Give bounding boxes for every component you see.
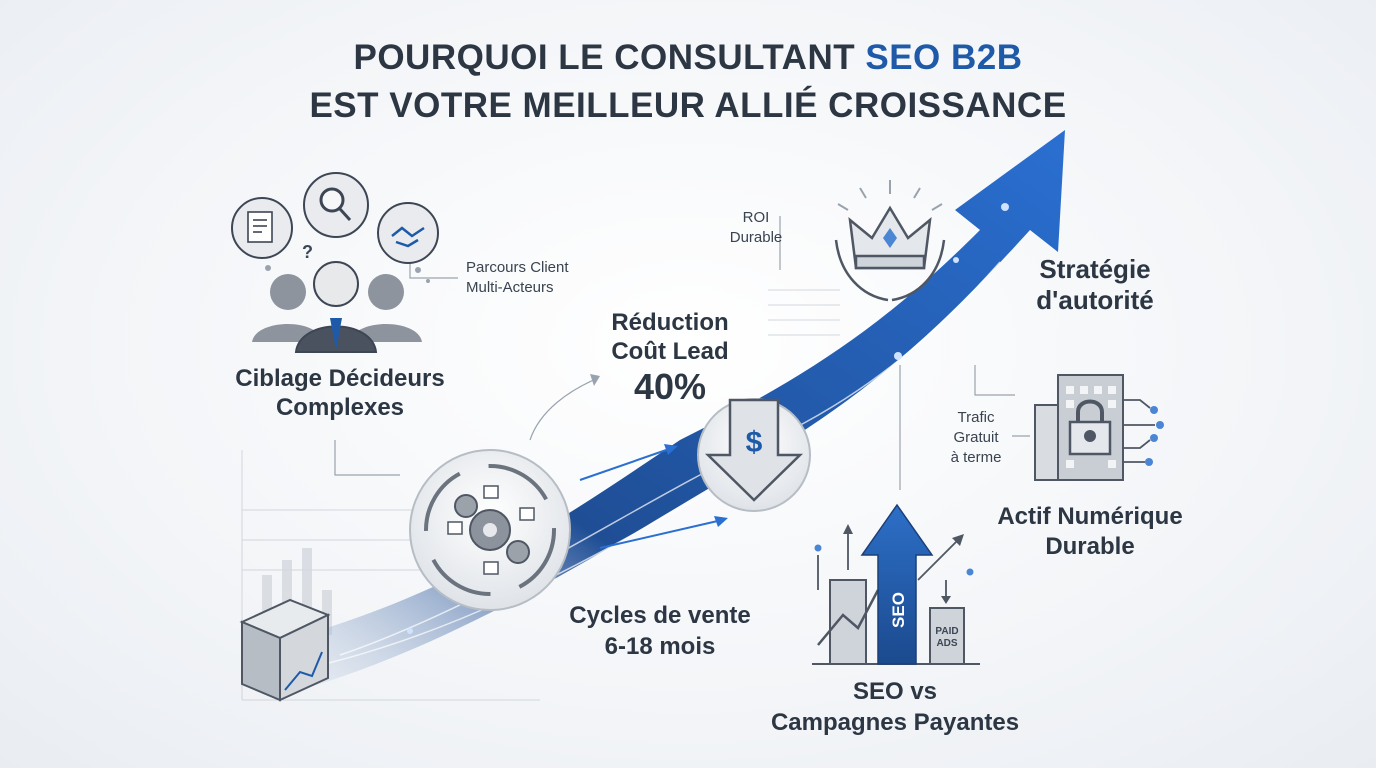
bar-chart-icon <box>812 503 980 665</box>
magnifier-icon <box>319 187 352 222</box>
ciblage-label: Ciblage Décideurs Complexes <box>235 365 445 421</box>
dollar-sign: $ <box>746 426 763 459</box>
connector-lines <box>334 216 1030 490</box>
page-title: POURQUOI LE CONSULTANT SEO B2B EST VOTRE… <box>0 34 1376 130</box>
building-lock-icon <box>1034 374 1164 481</box>
title-prefix: POURQUOI LE CONSULTANT <box>353 38 856 77</box>
gears-cycle-icon <box>409 449 571 611</box>
arrow-glow-dots <box>407 203 1009 634</box>
document-icon <box>247 211 273 243</box>
cycles-label: Cycles de vente 6-18 mois <box>569 602 751 660</box>
bar-paid-label-2: ADS <box>936 638 957 649</box>
bubble-dots <box>265 265 430 283</box>
trafic-label: Trafic Gratuit à terme <box>950 409 1002 466</box>
title-line-1: POURQUOI LE CONSULTANT SEO B2B <box>0 34 1376 82</box>
dollar-down-arrow-icon <box>697 398 811 512</box>
reduction-label: Réduction Coût Lead 40% <box>580 308 760 408</box>
seo-vs-label: SEO vs Campagnes Payantes <box>770 678 1020 736</box>
bar-paid-label-1: PAID <box>935 626 958 637</box>
parcours-label: Parcours Client Multi-Acteurs <box>466 259 569 296</box>
handshake-icon <box>391 226 425 248</box>
businessman-icon <box>252 261 422 353</box>
title-accent: SEO B2B <box>865 38 1023 77</box>
cube-chart-icon <box>239 598 331 702</box>
strategie-label: Stratégie d'autorité <box>1036 254 1154 315</box>
roi-label: ROI Durable <box>729 209 783 246</box>
reduction-percent: 40% <box>633 366 707 407</box>
title-line-2: EST VOTRE MEILLEUR ALLIÉ CROISSANCE <box>309 86 1067 125</box>
svg-text:?: ? <box>302 242 313 262</box>
actif-label: Actif Numérique Durable <box>997 503 1183 560</box>
accent-arrows <box>579 447 723 549</box>
bar-seo-label: SEO <box>889 592 908 628</box>
background-bars <box>262 548 332 635</box>
crown-laurel-icon <box>834 180 946 302</box>
growth-arrow <box>250 130 1065 690</box>
